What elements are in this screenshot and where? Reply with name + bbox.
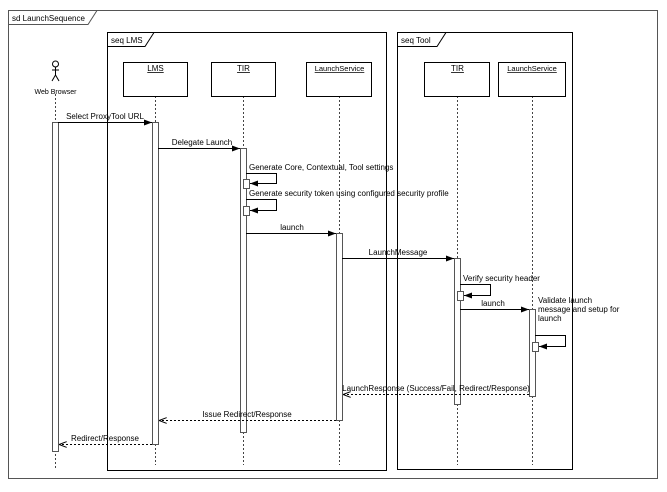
message-label: launch — [481, 299, 505, 308]
lifeline-head-launchservice-tool: LaunchService — [498, 62, 566, 97]
frame-seq-lms: seq LMS — [107, 32, 387, 471]
message-label: Redirect/Response — [71, 434, 140, 443]
activation-launchservice-tool — [529, 309, 536, 397]
lifeline-head-launchservice-lms: LaunchService — [306, 62, 372, 97]
frame-seq-tool: seq Tool — [397, 32, 573, 470]
message-redirect-response: Redirect/Response — [59, 434, 152, 445]
message-issue-redirect-response: Issue Redirect/Response — [159, 410, 336, 421]
message-delegate-launch: Delegate Launch — [158, 138, 240, 152]
lifeline-head-tir-tool: TIR — [424, 62, 490, 97]
message-verify-security-header: Verify security header — [457, 274, 540, 301]
message-label: Delegate Launch — [172, 138, 233, 147]
frame-label-lms: seq LMS — [111, 36, 143, 45]
message-label: Generate security token using configured… — [249, 189, 449, 198]
message-generate-settings: Generate Core, Contextual, Tool settings — [243, 163, 393, 189]
message-launch-message: LaunchMessage — [342, 248, 454, 262]
message-label: Select ProxyTool URL — [66, 112, 144, 121]
lifeline-label: LMS — [147, 64, 163, 73]
activation-tir-tool — [454, 258, 461, 405]
actor-label: Web Browser — [35, 89, 78, 96]
lifeline-label: TIR — [451, 64, 464, 73]
lifeline-label: LaunchService — [507, 64, 557, 73]
diagram-title: sd LaunchSequence — [12, 14, 86, 23]
activation-tir-lms — [240, 148, 247, 433]
message-label: LaunchResponse (Success/Fail, Redirect/R… — [342, 384, 530, 393]
lifeline-label: LaunchService — [315, 64, 365, 73]
message-validate-launch: Validate launch message and setup for la… — [532, 296, 622, 352]
message-label: launch — [280, 223, 304, 232]
message-generate-security-token: Generate security token using configured… — [243, 189, 449, 216]
activation-launchservice-lms — [336, 233, 343, 421]
actor-web-browser: Web Browser — [35, 60, 78, 96]
message-label: Generate Core, Contextual, Tool settings — [249, 163, 393, 172]
activation-lms — [152, 122, 159, 445]
message-launch-lms: launch — [246, 223, 336, 237]
message-label: LaunchMessage — [369, 248, 428, 257]
stick-figure-icon — [51, 60, 60, 82]
message-label: Validate launch message and setup for la… — [538, 296, 622, 323]
lifeline-head-lms: LMS — [123, 62, 188, 97]
lifeline-label: TIR — [237, 64, 250, 73]
message-launch-response: LaunchResponse (Success/Fail, Redirect/R… — [342, 384, 530, 395]
message-select-proxytool-url: Select ProxyTool URL — [58, 112, 152, 126]
lifeline-head-tir-lms: TIR — [211, 62, 276, 97]
message-label: Verify security header — [463, 274, 540, 283]
message-launch-tool: launch — [460, 299, 529, 313]
frame-label-tool: seq Tool — [401, 36, 431, 45]
activation-web-browser — [52, 122, 59, 452]
message-label: Issue Redirect/Response — [202, 410, 292, 419]
outer-frame: sd LaunchSequence — [8, 10, 658, 479]
